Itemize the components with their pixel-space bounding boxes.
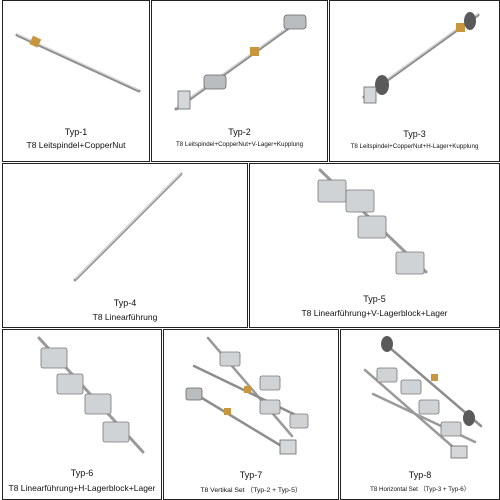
bearing-block [219, 351, 241, 367]
linear-rod-v-block-image [317, 168, 428, 275]
panel-subtitle: T8 Leitspindel+CopperNut [26, 140, 126, 150]
v-bearing-block [395, 251, 425, 275]
panel-subtitle: T8 Linearführung+H-Lagerblock+Lager [8, 483, 156, 493]
coupling [450, 445, 468, 459]
h-bearing [463, 410, 475, 426]
panel-typ-3: Typ-3 T8 Leitspindel+CopperNut+H-Lager+K… [329, 0, 500, 162]
panel-subtitle: T8 Leitspindel+CopperNut+V-Lager+Kupplun… [175, 141, 304, 148]
panel-typ-5: Typ-5 T8 Linearführung+V-Lagerblock+Lage… [249, 163, 500, 328]
h-bearing [375, 75, 389, 95]
panel-title: Typ-7 [239, 470, 263, 480]
copper-nut [244, 386, 251, 393]
v-bearing [203, 74, 227, 90]
panel-subtitle: T8 Linearführung [92, 312, 158, 322]
panel-title: Typ-3 [403, 129, 426, 139]
lead-screw-v-bearing-image [174, 14, 307, 111]
h-bearing-block [102, 421, 130, 443]
panel-title: Typ-8 [408, 470, 432, 480]
linear-rod-image [73, 172, 183, 282]
v-bearing [283, 14, 307, 30]
v-bearing-block [357, 215, 387, 239]
panel-typ-1: Typ-1 T8 Leitspindel+CopperNut [2, 0, 150, 162]
coupling [363, 86, 377, 104]
bearing-block [418, 399, 440, 415]
panel-title: Typ-1 [64, 127, 88, 137]
v-bearing-block [345, 189, 375, 213]
panel-subtitle: T8 Linearführung+V-Lagerblock+Lager [301, 308, 448, 318]
copper-nut [456, 23, 465, 32]
panel-subtitle: T8 Leitspindel+CopperNut+H-Lager+Kupplun… [350, 143, 479, 150]
panel-subtitle: T8 Horizontal Set （Typ-3 + Typ-6） [370, 486, 470, 493]
bearing-block [259, 399, 281, 415]
bearing-block [440, 421, 462, 437]
bearing-block [400, 379, 422, 395]
panel-typ-7: Typ-7 T8 Vertikal Set （Typ-2 + Typ-5） [163, 329, 339, 500]
panel-typ-2: Typ-2 T8 Leitspindel+CopperNut+V-Lager+K… [151, 0, 328, 162]
vertical-set-image [185, 336, 309, 455]
coupling [279, 439, 297, 455]
copper-nut [224, 408, 231, 415]
copper-nut [29, 35, 42, 48]
panel-typ-6: Typ-6 T8 Linearführung+H-Lagerblock+Lage… [2, 329, 162, 500]
panel-title: Typ-6 [70, 468, 94, 478]
coupling [177, 90, 191, 110]
v-bearing-block [317, 179, 347, 203]
bearing-block [376, 367, 398, 383]
bearing-block [289, 413, 309, 429]
h-bearing-block [56, 373, 84, 395]
lead-screw-h-bearing-image [362, 12, 480, 104]
panel-typ-8: Typ-8 T8 Horizontal Set （Typ-3 + Typ-6） [340, 329, 500, 500]
bearing-block [259, 375, 281, 391]
h-bearing-block [40, 347, 68, 369]
v-bearing [185, 387, 203, 401]
horizontal-set-image [363, 336, 483, 459]
h-bearing-block [84, 393, 112, 415]
lead-screw-image [15, 33, 141, 93]
copper-nut [250, 47, 259, 56]
h-bearing [464, 12, 476, 30]
h-bearing [381, 336, 393, 352]
panel-typ-4: Typ-4 T8 Linearführung [2, 163, 248, 328]
copper-nut [431, 374, 438, 381]
panel-title: Typ-5 [363, 294, 386, 304]
panel-title: Typ-2 [228, 127, 251, 137]
panel-subtitle: T8 Vertikal Set （Typ-2 + Typ-5） [200, 487, 302, 494]
linear-rod-h-block-image [37, 336, 145, 454]
panel-title: Typ-4 [113, 298, 137, 308]
